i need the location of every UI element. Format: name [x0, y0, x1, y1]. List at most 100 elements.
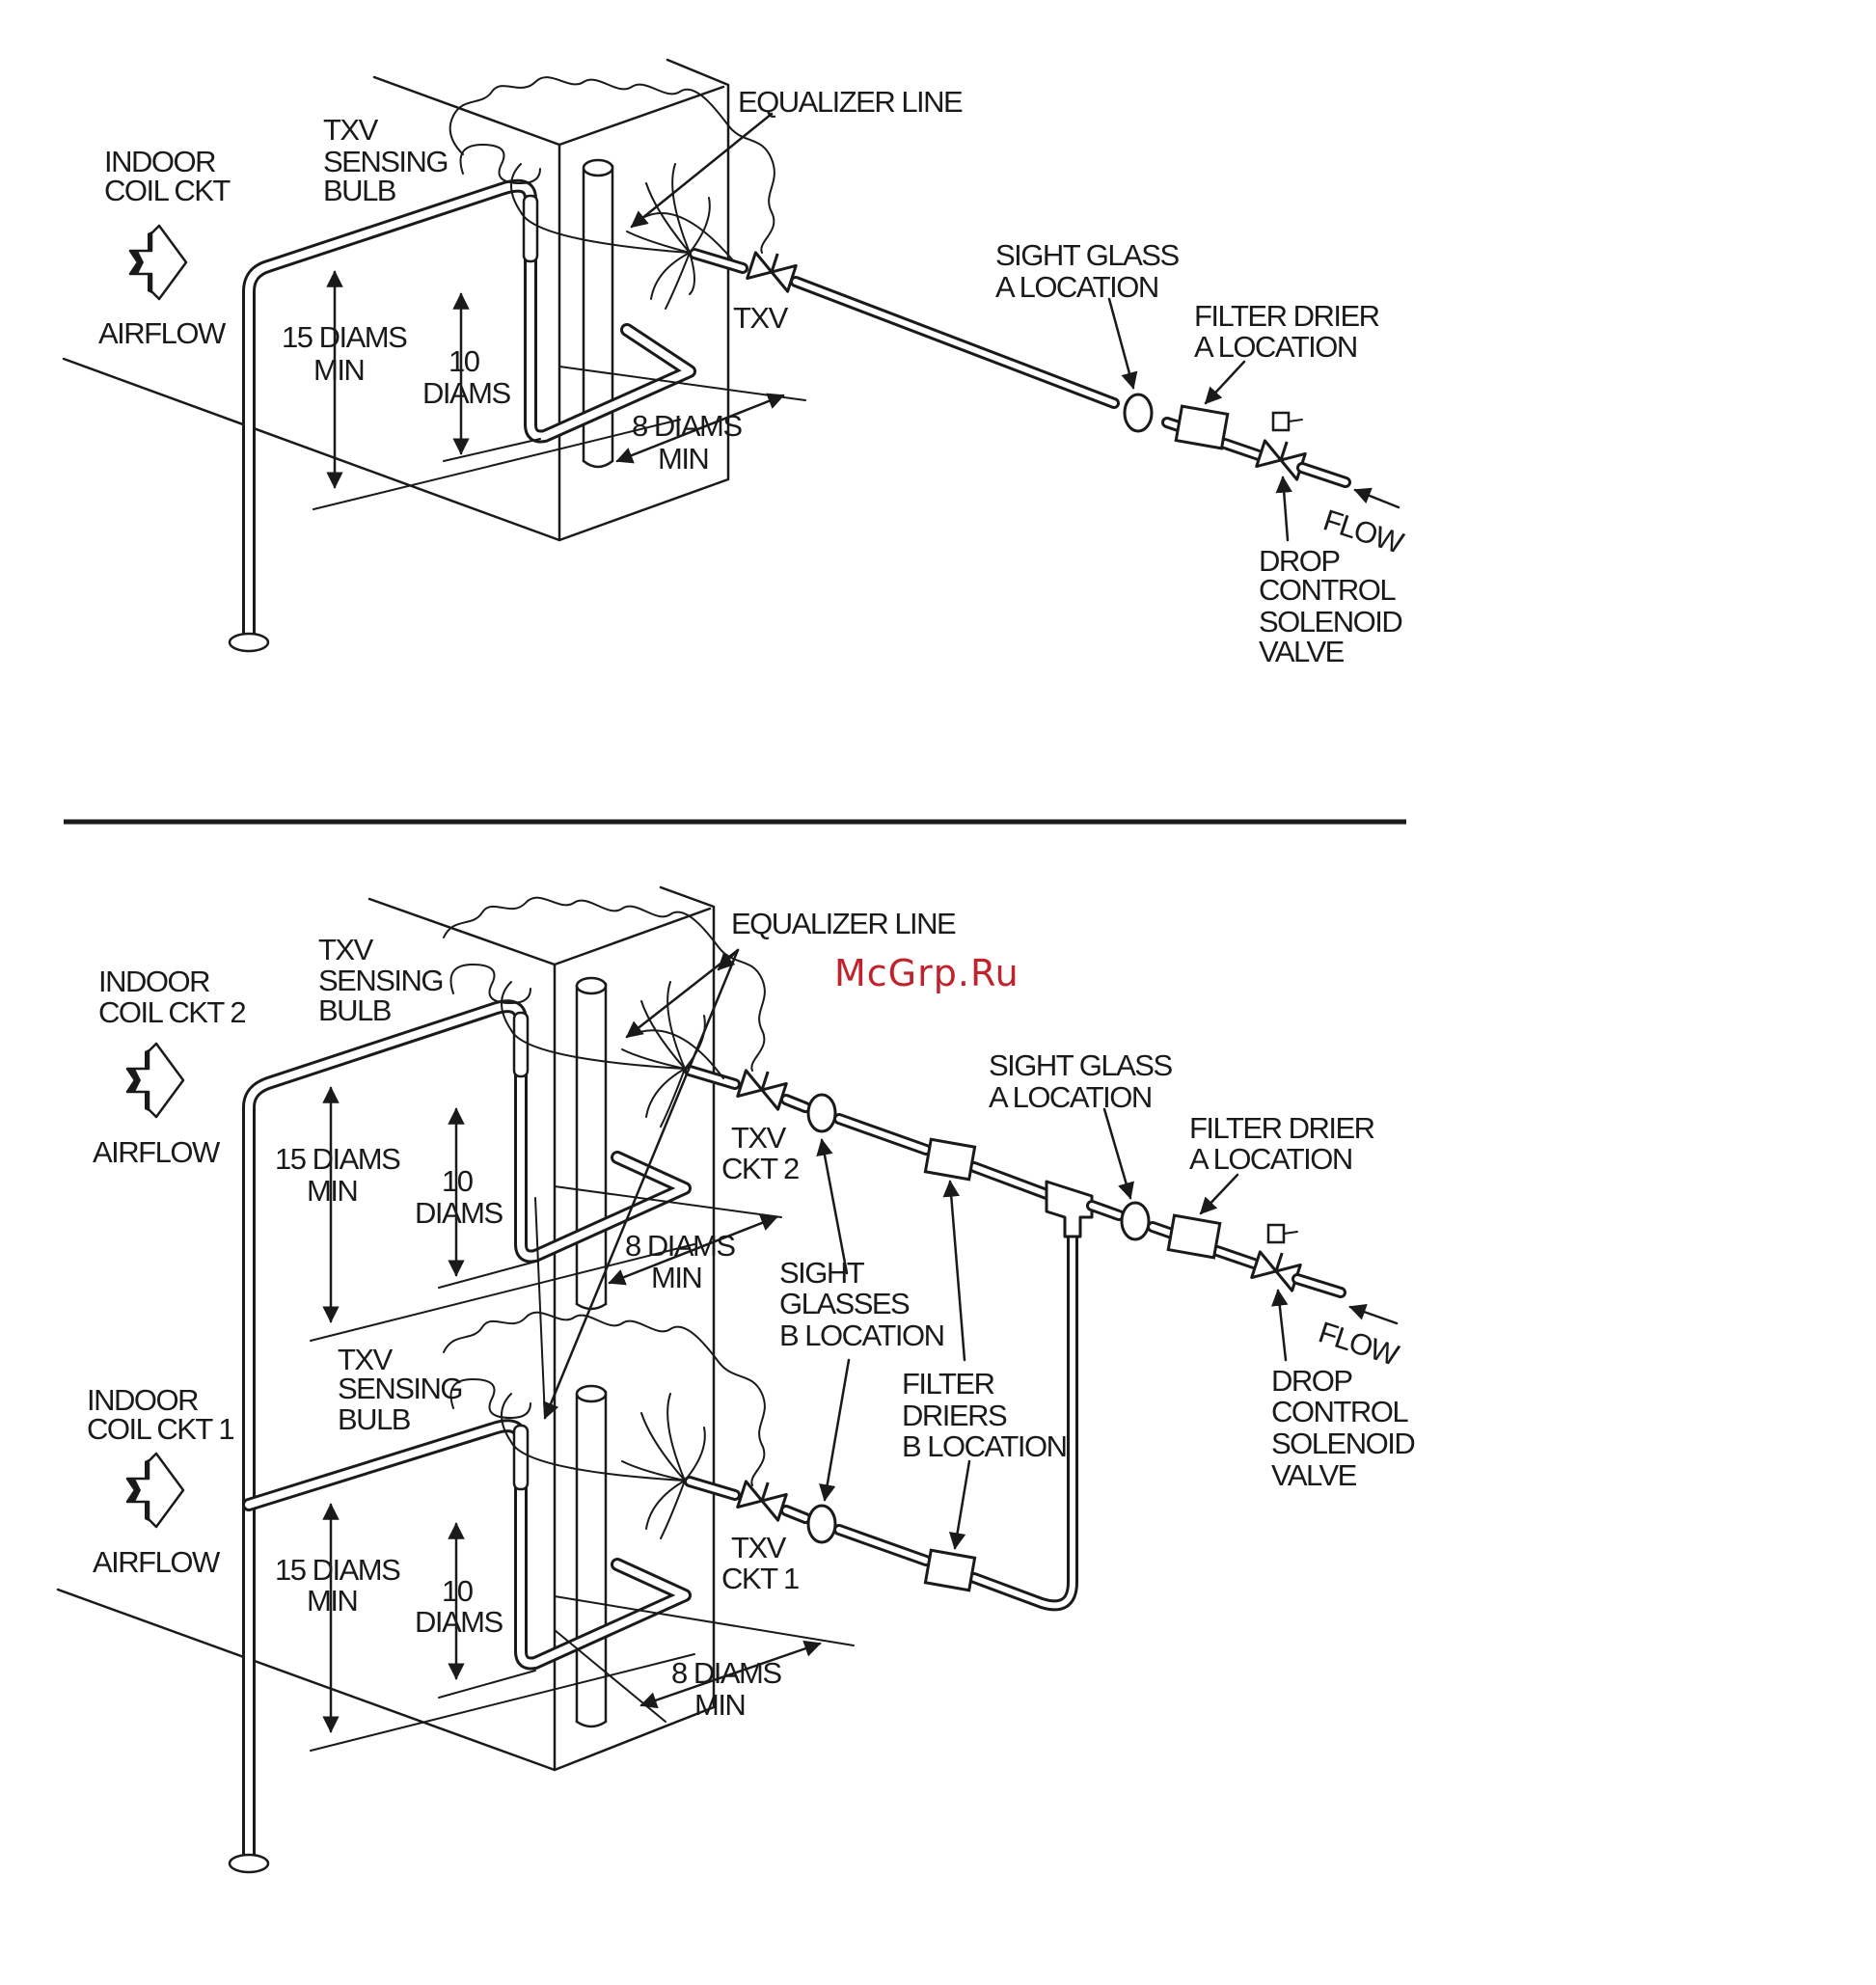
bottom-dim-8-lower-label-2: MIN [694, 1688, 745, 1722]
bottom-solenoid-coil [1266, 1223, 1286, 1244]
top-solenoid-leader [1275, 476, 1292, 542]
bottom-sight-b-label-2: GLASSES [779, 1287, 910, 1320]
bottom-txv-ckt1-label-2: CKT 1 [721, 1562, 799, 1595]
top-capillary-loops [452, 76, 775, 254]
top-sight-leader [1107, 297, 1138, 390]
bottom-bulb-ckt2-label-3: BULB [318, 993, 392, 1027]
bottom-txv-ckt1-label-1: TXV [731, 1531, 787, 1564]
top-solenoid-coil [1271, 411, 1291, 432]
top-solenoid-label-3: SOLENOID [1259, 605, 1401, 639]
top-filter-drier [1174, 404, 1230, 450]
top-solenoid-label-4: VALVE [1259, 635, 1345, 668]
top-figure: INDOOR COIL CKT AIRFLOW TXV SENSING BULB… [62, 58, 1408, 668]
bottom-bulb-ckt1-label-3: BULB [338, 1402, 411, 1436]
bottom-dim-8-upper-arrow [608, 1214, 778, 1286]
bottom-sight-b-label-1: SIGHT [779, 1256, 865, 1290]
bottom-dim-15-upper-label-1: 15 DIAMS [275, 1142, 400, 1176]
bottom-sensing-bulb-ckt1 [512, 1424, 530, 1491]
bottom-distributor-tubes-ckt1 [501, 1393, 706, 1539]
top-distributor-tubes [510, 163, 711, 310]
bottom-airflow-icon-ckt1 [125, 1452, 185, 1529]
bottom-dim-10-upper-label-1: 10 [442, 1164, 474, 1198]
top-dim-15-label-1: 15 DIAMS [282, 320, 407, 354]
top-suction-pipe-end [228, 632, 270, 653]
bottom-airflow-icon-ckt2 [125, 1042, 185, 1119]
bottom-dim-15-lower-label-2: MIN [307, 1584, 357, 1618]
bottom-sight-b-label-3: B LOCATION [779, 1319, 943, 1352]
top-filter-leader [1204, 360, 1246, 405]
bottom-floor-line [56, 1588, 557, 1772]
bottom-filter-drier-a [1166, 1213, 1222, 1260]
bottom-indoor-ckt2-label-1: INDOOR [98, 965, 209, 998]
bottom-solenoid-label-2: CONTROL [1271, 1395, 1408, 1428]
bottom-bulb-ckt2-label-2: SENSING [318, 964, 443, 997]
top-txv-bulb-label-2: SENSING [323, 145, 448, 178]
bottom-sight-a-label-2: A LOCATION [989, 1080, 1152, 1114]
bottom-sensing-bulb-ckt2 [512, 1011, 530, 1078]
bottom-solenoid-leader [1271, 1289, 1289, 1362]
bottom-solenoid-label-4: VALVE [1271, 1458, 1357, 1492]
bottom-dim-8-lower-arrow [639, 1640, 822, 1709]
bottom-bulb-ckt1-label-2: SENSING [338, 1372, 462, 1405]
top-solenoid-label-1: DROP [1259, 544, 1340, 578]
top-header-tube-top [582, 158, 614, 177]
bottom-indoor-ckt2-label-2: COIL CKT 2 [98, 995, 245, 1029]
bottom-capillary-loops-ckt2 [443, 896, 766, 1072]
top-flow-arrow [1353, 487, 1400, 509]
top-filter-drier-label-1: FILTER DRIER [1194, 299, 1379, 333]
top-coil-box [557, 58, 730, 542]
top-floor-line [62, 357, 561, 542]
bottom-solenoid-label-1: DROP [1271, 1364, 1352, 1398]
bottom-bulb-ckt1-label-1: TXV [338, 1343, 394, 1376]
bottom-sight-b-leader-2 [819, 1358, 851, 1502]
bottom-flow-arrow [1348, 1304, 1399, 1325]
top-indoor-coil-label-2: COIL CKT [104, 174, 231, 207]
top-indoor-coil-label-1: INDOOR [104, 145, 215, 178]
bottom-equalizer-label: EQUALIZER LINE [731, 907, 956, 940]
top-dim-10-label-2: DIAMS [422, 376, 511, 410]
bottom-filter-b-label-2: DRIERS [902, 1399, 1007, 1432]
bottom-solenoid-label-3: SOLENOID [1271, 1427, 1414, 1460]
bottom-sight-glass-a [1120, 1201, 1151, 1241]
bottom-equalizer-leader-2 [542, 948, 740, 1420]
top-sensing-bulb [522, 194, 539, 263]
top-capillary-coil [459, 143, 541, 185]
top-txv-label: TXV [733, 301, 789, 335]
bottom-header-tube-lower [575, 1390, 608, 1724]
bottom-dim-10-lower-label-2: DIAMS [415, 1605, 503, 1639]
bottom-filter-drier-ckt1 [923, 1548, 977, 1592]
bottom-sight-glass-ckt2 [806, 1093, 837, 1133]
top-equalizer-leader [630, 112, 774, 229]
top-airflow-icon [128, 224, 188, 301]
top-txv-bulb-label-3: BULB [323, 174, 396, 207]
bottom-indoor-ckt1-label-1: INDOOR [87, 1383, 198, 1417]
bottom-sight-a-leader [1102, 1107, 1134, 1200]
bottom-suction-pipe-end [228, 1853, 270, 1874]
bottom-filter-drier-ckt2 [923, 1137, 977, 1182]
bottom-figure: INDOOR COIL CKT 2 AIRFLOW INDOOR COIL CK… [56, 885, 1416, 1874]
bottom-wall-top-line [367, 897, 557, 966]
bottom-filter-b-label-3: B LOCATION [902, 1429, 1066, 1463]
top-box-edge [557, 85, 725, 147]
top-airflow-label: AIRFLOW [98, 316, 227, 350]
bottom-dim-15-lower-label-1: 15 DIAMS [275, 1553, 400, 1587]
top-wall-top-line [372, 75, 561, 147]
bottom-dim-8-lower-label-1: 8 DIAMS [671, 1656, 781, 1690]
bottom-filter-b-leader-2 [948, 1459, 971, 1550]
top-dim-8-label-2: MIN [658, 442, 708, 476]
bottom-txv-ckt2 [736, 1063, 790, 1111]
bottom-dim-10-upper-label-2: DIAMS [415, 1196, 503, 1230]
watermark-text: McGrp.Ru [834, 952, 1020, 994]
bottom-dim-8-upper-label-2: MIN [651, 1261, 701, 1294]
top-dim-15-label-2: MIN [313, 353, 364, 387]
top-sight-glass [1123, 393, 1154, 433]
bottom-filter-b-label-1: FILTER [902, 1367, 994, 1400]
bottom-filter-a-label-2: A LOCATION [1189, 1142, 1352, 1176]
bottom-dim-8-upper-label-1: 8 DIAMS [625, 1229, 735, 1263]
top-dim-10-label-1: 10 [449, 344, 480, 378]
bottom-tee-fitting [1045, 1180, 1094, 1238]
bottom-filter-b-leader-1 [942, 1180, 966, 1362]
top-dim-8-arrow [615, 393, 785, 464]
